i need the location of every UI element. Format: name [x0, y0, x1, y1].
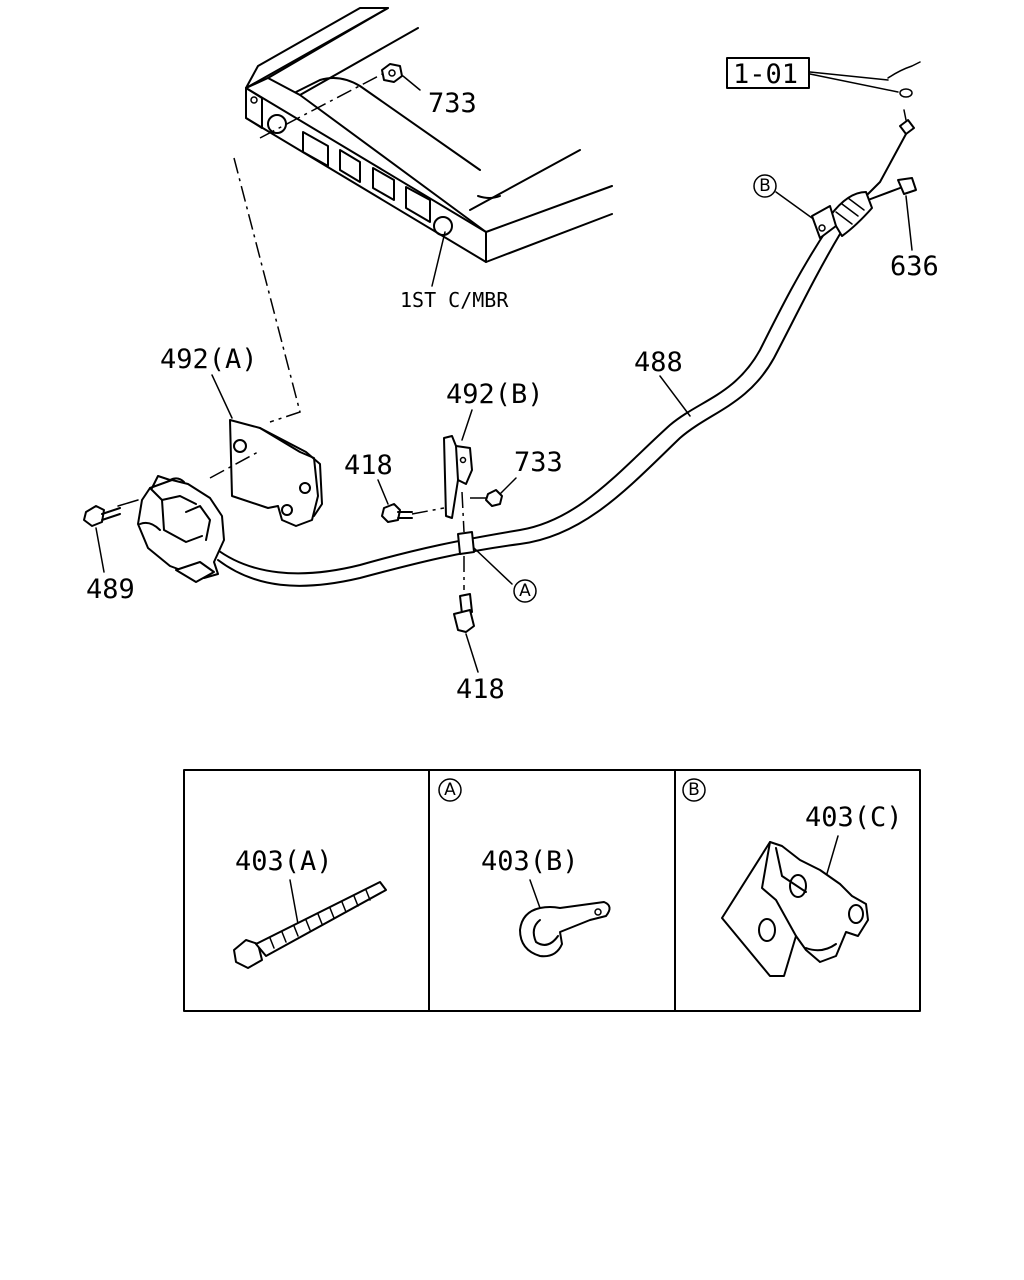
label-403b: 403(B) [481, 846, 579, 877]
reference-box[interactable]: 1-01 [726, 57, 810, 90]
label-733-top: 733 [428, 88, 477, 119]
label-489: 489 [86, 574, 135, 605]
ref-box-label: 1-01 [733, 59, 798, 90]
bracket-492a [229, 419, 323, 527]
bolt-489 [83, 505, 121, 573]
bolt-418-lower [453, 593, 479, 673]
bolt-636 [867, 177, 917, 251]
label-488: 488 [634, 347, 683, 378]
label-403c: 403(C) [805, 802, 903, 833]
nut-733-top [381, 63, 421, 91]
panel-cable-tie: 403(A) [233, 846, 387, 969]
panel-a-tag: A [444, 780, 456, 800]
panel-bracket-clip: B 403(C) [682, 778, 903, 977]
label-636: 636 [890, 251, 939, 282]
bracket-492b [443, 435, 473, 519]
label-403a: 403(A) [235, 846, 333, 877]
detail-panels [183, 769, 921, 1012]
label-733-mid: 733 [514, 447, 563, 478]
label-crossmember: 1ST C/MBR [400, 288, 509, 312]
label-418-upper: 418 [344, 450, 393, 481]
crossmember-illustration [245, 7, 613, 263]
panel-b-tag: B [688, 780, 700, 800]
cable-clip-a: A [457, 491, 537, 603]
label-492a: 492(A) [160, 344, 258, 375]
nut-733-mid [470, 477, 517, 507]
cable-end-upper [865, 61, 921, 197]
cable-488 [214, 191, 873, 587]
callout-a-letter: A [519, 581, 531, 601]
label-492b: 492(B) [446, 379, 544, 410]
callout-b-marker: B [753, 174, 837, 239]
panel-p-clip: A 403(B) [438, 778, 611, 958]
actuator-unit [117, 451, 259, 583]
label-418-lower: 418 [456, 674, 505, 705]
callout-b-letter: B [759, 176, 771, 196]
bolt-418-upper [377, 479, 445, 523]
